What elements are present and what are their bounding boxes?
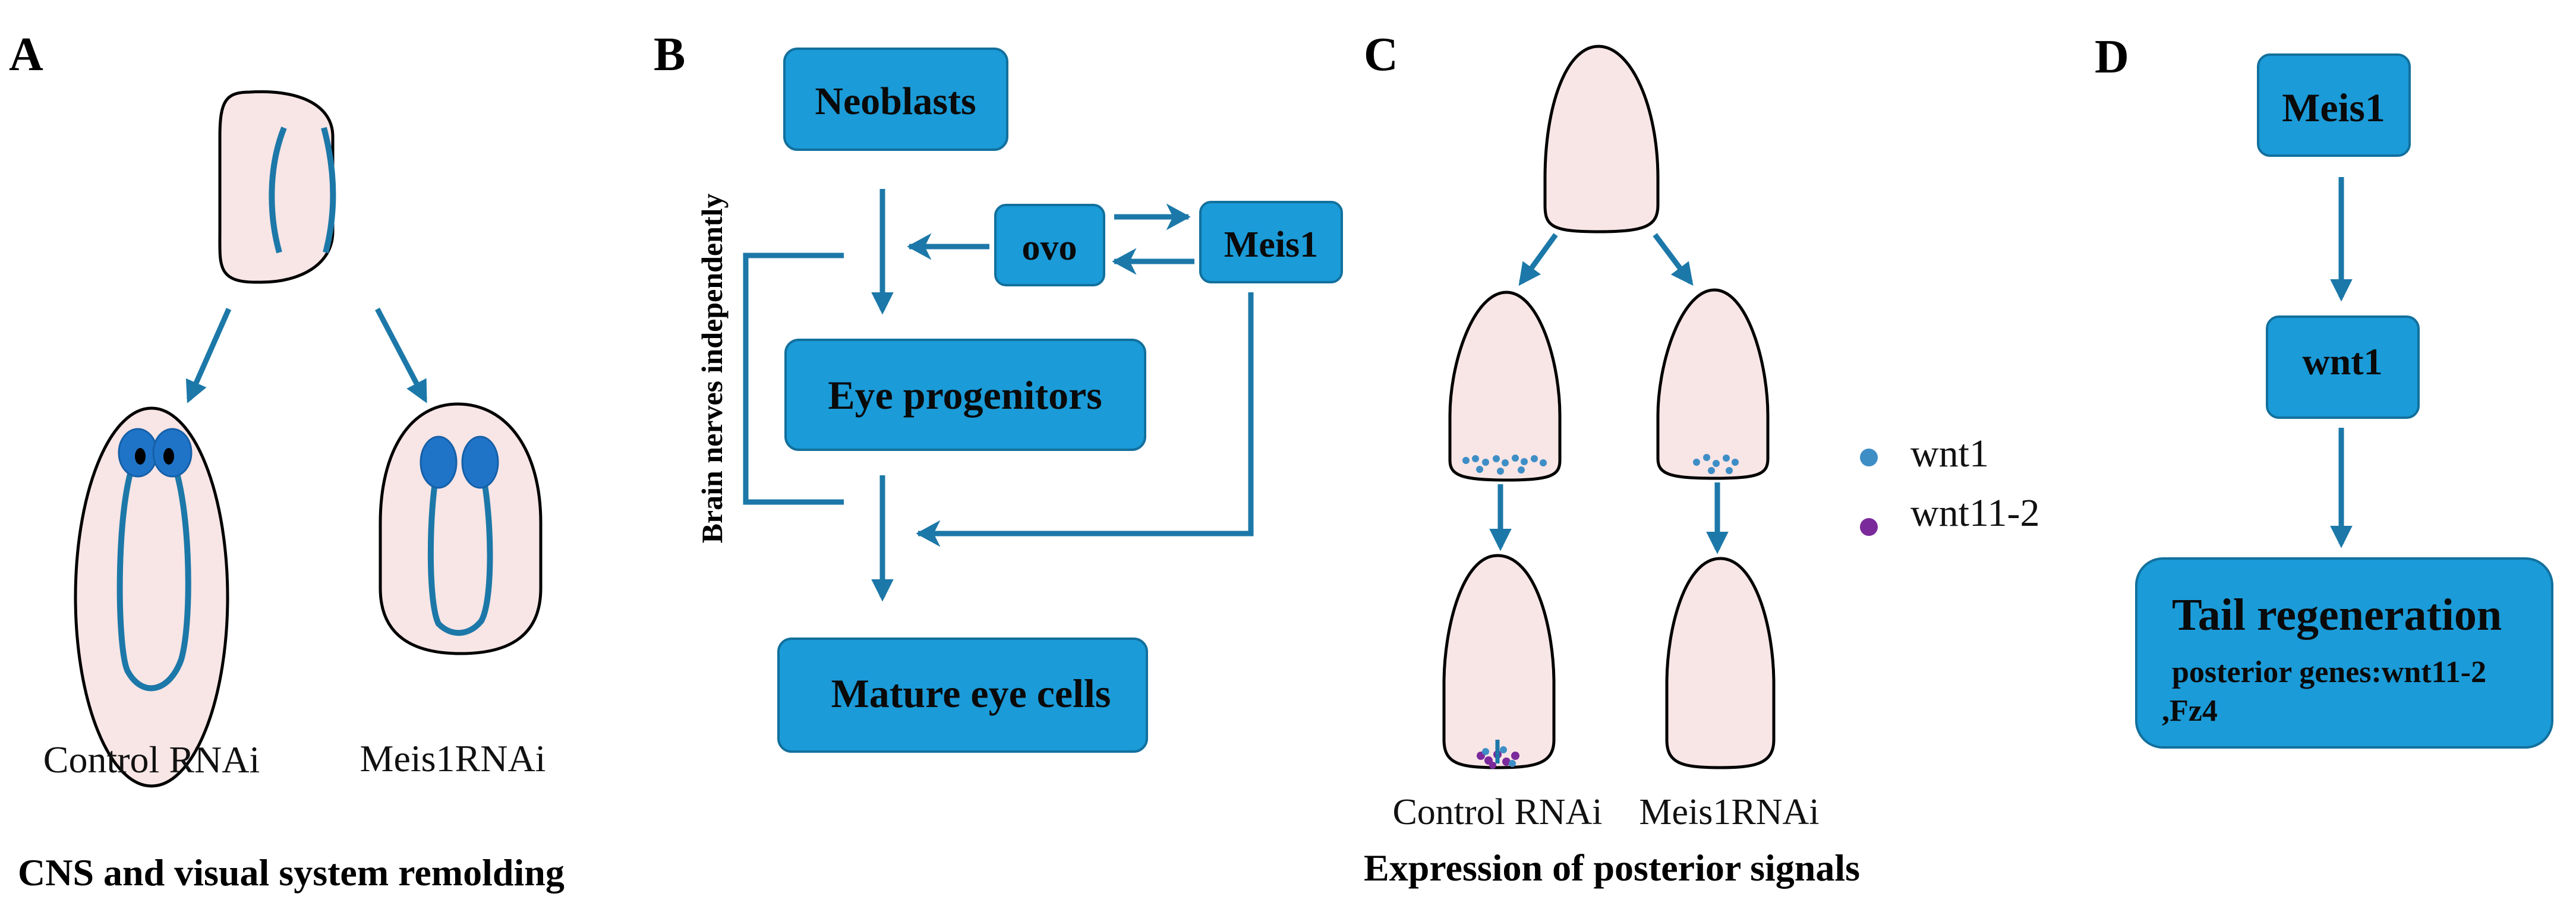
wnt1-box bbox=[2266, 315, 2420, 419]
legend-wnt11-2-swatch bbox=[1860, 518, 1878, 536]
arrow-top-to-control bbox=[1518, 233, 1558, 286]
panel-c-control-label: Control RNAi bbox=[1392, 792, 1602, 832]
wnt11-2-dot bbox=[1489, 762, 1496, 769]
worm-body bbox=[218, 90, 335, 284]
ovo-label: ovo bbox=[1022, 228, 1077, 268]
worm-control-mid bbox=[1448, 291, 1562, 482]
worm-body bbox=[379, 402, 543, 655]
legend: wnt1 wnt11-2 bbox=[1860, 432, 2040, 536]
panel-c-meis-label: Meis1RNAi bbox=[1639, 792, 1819, 832]
wnt1-dot bbox=[1493, 455, 1500, 462]
mature-eye-cells-label: Mature eye cells bbox=[831, 671, 1111, 716]
panel-a: A Control RNAi Meis1RNAi CNS and visu bbox=[9, 29, 565, 894]
meis1-box bbox=[2257, 53, 2411, 157]
panel-d-letter: D bbox=[2095, 31, 2129, 83]
wnt1-dot bbox=[1693, 459, 1700, 466]
wnt1-dot bbox=[1482, 459, 1489, 466]
wnt1-dot bbox=[1497, 468, 1504, 475]
wnt1-dot bbox=[1521, 458, 1528, 465]
nerve-loop bbox=[116, 453, 191, 692]
eye-progenitors-label: Eye progenitors bbox=[828, 373, 1102, 418]
panel-a-letter: A bbox=[9, 29, 43, 81]
panel-c-caption: Expression of posterior signals bbox=[1364, 847, 1860, 889]
bracket-brain-nerves bbox=[743, 253, 844, 505]
panel-a-control-label: Control RNAi bbox=[43, 739, 260, 781]
wnt1-dot bbox=[1512, 455, 1519, 462]
pupil-right bbox=[163, 448, 174, 465]
worm-control-bottom bbox=[1442, 554, 1556, 769]
wnt11-2-dot bbox=[1502, 758, 1511, 766]
neoblasts-label: Neoblasts bbox=[815, 80, 976, 123]
wnt1-dot bbox=[1462, 457, 1470, 464]
wnt1-dot bbox=[1502, 459, 1509, 466]
tail-line-1: posterior genes:wnt11-2 bbox=[2172, 655, 2486, 689]
wnt1-dot bbox=[1723, 455, 1730, 462]
neoblasts-box bbox=[783, 48, 1008, 151]
posterior-dots-control bbox=[1477, 740, 1519, 769]
wnt1-dots-meis-mid bbox=[1693, 454, 1739, 474]
nerve-cord-left bbox=[269, 127, 287, 254]
nerve-loop bbox=[427, 471, 493, 636]
arrow-top-to-meis bbox=[1653, 233, 1694, 286]
panel-c-letter: C bbox=[1364, 29, 1398, 81]
tail-regeneration-box bbox=[2135, 557, 2553, 749]
tail-title: Tail regeneration bbox=[2172, 590, 2502, 640]
worm-top bbox=[1543, 45, 1660, 233]
wnt1-dots-control-mid bbox=[1462, 455, 1547, 475]
wnt1-dot bbox=[1708, 467, 1715, 474]
wnt1-dot bbox=[1703, 454, 1710, 461]
arrow-to-control bbox=[185, 308, 232, 403]
panel-a-meis-label: Meis1RNAi bbox=[360, 737, 546, 780]
panel-a-meis-worm bbox=[379, 402, 543, 655]
eye-left bbox=[420, 436, 458, 489]
panel-d: D Meis1 wnt1 Tail regeneration posterior… bbox=[2095, 31, 2553, 749]
panel-b: B Neoblasts ovo Meis1 Eye progenitors Ma… bbox=[654, 29, 1343, 753]
legend-wnt1-label: wnt1 bbox=[1910, 432, 1989, 475]
eye-progenitors-box bbox=[784, 339, 1146, 451]
ovo-box bbox=[994, 204, 1105, 286]
tail-line-2: ,Fz4 bbox=[2162, 694, 2218, 728]
panel-a-top-worm bbox=[218, 90, 336, 284]
worm-meis-mid bbox=[1656, 288, 1770, 480]
brain-nerves-label: Brain nerves independently bbox=[695, 194, 729, 544]
wnt1-dot bbox=[1540, 459, 1547, 466]
panel-a-control-worm bbox=[74, 406, 229, 788]
wnt1-dot bbox=[1713, 460, 1720, 467]
wnt1-dot bbox=[1500, 746, 1507, 753]
wnt1-dot bbox=[1732, 459, 1739, 466]
legend-wnt11-2-label: wnt11-2 bbox=[1910, 491, 2040, 535]
meis1-box bbox=[1199, 201, 1343, 283]
panel-a-caption: CNS and visual system remolding bbox=[18, 851, 565, 894]
meis1-label: Meis1 bbox=[2282, 85, 2385, 130]
nerve-cord-right bbox=[321, 127, 336, 254]
arrow-to-meis bbox=[375, 307, 427, 403]
eye-right bbox=[461, 436, 499, 489]
wnt1-dot bbox=[1726, 467, 1733, 474]
wnt1-dot bbox=[1472, 455, 1479, 462]
wnt1-dot bbox=[1482, 748, 1489, 755]
panel-b-letter: B bbox=[654, 29, 685, 81]
legend-wnt1-swatch bbox=[1860, 449, 1878, 466]
wnt1-dot bbox=[1476, 466, 1483, 473]
pupil-left bbox=[135, 448, 146, 465]
mature-eye-cells-box bbox=[777, 638, 1148, 753]
worm-body bbox=[74, 406, 229, 788]
wnt1-dot bbox=[1518, 466, 1525, 474]
panel-c: C bbox=[1364, 29, 2040, 889]
wnt1-dot bbox=[1509, 760, 1516, 767]
meis1-label: Meis1 bbox=[1224, 225, 1318, 265]
wnt1-dot bbox=[1531, 455, 1538, 462]
wnt1-label: wnt1 bbox=[2302, 340, 2382, 383]
worm-meis-bottom bbox=[1665, 557, 1776, 769]
arrow-meis1-to-mature bbox=[916, 292, 1254, 547]
wnt11-2-dot bbox=[1511, 752, 1519, 760]
